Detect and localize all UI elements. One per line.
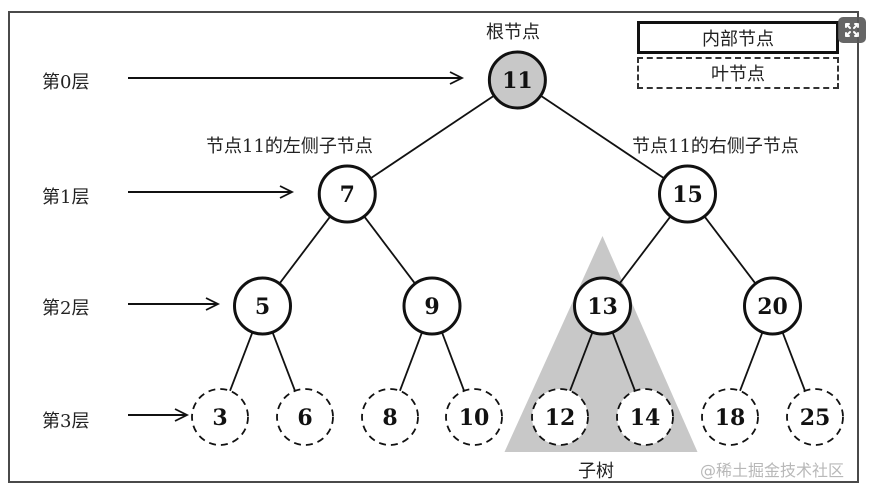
node-circle — [658, 164, 717, 224]
level-0-label: 第0层 — [42, 72, 90, 93]
edge-n13-n12 — [569, 331, 594, 392]
tree-node-10: 10 — [445, 388, 503, 446]
edge-n5-n3 — [229, 331, 254, 392]
node-value: 5 — [255, 294, 270, 320]
tree-node-13: 13 — [573, 276, 632, 336]
legend-internal-node: 内部节点 — [637, 21, 839, 54]
node-value: 3 — [212, 405, 227, 431]
node-circle — [786, 388, 844, 446]
tree-node-11: 11 — [487, 50, 547, 110]
level-3-label: 第3层 — [42, 411, 90, 432]
tree-node-7: 7 — [317, 164, 377, 224]
level-2-label: 第2层 — [42, 298, 90, 319]
node-value: 12 — [545, 405, 576, 431]
node-value: 25 — [800, 405, 831, 431]
node-value: 10 — [459, 405, 490, 431]
edge-n20-n18 — [739, 331, 764, 392]
level-0-arrow — [128, 71, 465, 85]
node-circle — [317, 164, 377, 224]
node-value: 7 — [340, 182, 355, 208]
edge-n11-n15 — [540, 94, 665, 180]
node-value: 11 — [502, 68, 533, 94]
legend-leaf-node-label: 叶节点 — [711, 64, 765, 85]
level-1-label: 第1层 — [42, 187, 90, 208]
node-circle — [445, 388, 503, 446]
edge-n15-n13 — [618, 215, 672, 285]
level-3-arrow — [128, 408, 190, 422]
node-circle — [276, 388, 334, 446]
node-circle — [743, 276, 802, 336]
node-circle — [487, 50, 547, 110]
node-circle — [573, 276, 632, 336]
root-node-label: 根节点 — [486, 22, 540, 43]
node-value: 13 — [587, 294, 618, 320]
node-value: 15 — [672, 182, 703, 208]
tree-node-20: 20 — [743, 276, 802, 336]
tree-node-18: 18 — [701, 388, 759, 446]
tree-node-3: 3 — [191, 388, 249, 446]
watermark: @稀土掘金技术社区 — [700, 461, 845, 480]
subtree-label: 子树 — [578, 461, 614, 482]
right-child-label: 节点11的右侧子节点 — [632, 136, 799, 157]
node-value: 8 — [382, 405, 397, 431]
edge-n13-n14 — [611, 331, 636, 392]
expand-icon — [845, 23, 859, 37]
level-1-arrow — [128, 185, 295, 199]
legend-internal-node-label: 内部节点 — [702, 28, 774, 50]
edge-n9-n8 — [399, 331, 423, 392]
edge-n7-n5 — [278, 215, 332, 285]
node-value: 14 — [630, 405, 661, 431]
tree-node-9: 9 — [402, 276, 462, 336]
node-value: 6 — [297, 405, 312, 431]
node-value: 20 — [757, 294, 788, 320]
node-circle — [531, 388, 589, 446]
level-2-arrow — [128, 297, 221, 311]
tree-node-15: 15 — [658, 164, 717, 224]
tree-node-14: 14 — [616, 388, 674, 446]
edge-n5-n6 — [271, 331, 296, 392]
edge-n20-n25 — [781, 331, 806, 392]
node-value: 18 — [715, 405, 746, 431]
edge-n9-n10 — [441, 331, 465, 392]
legend-leaf-node: 叶节点 — [637, 57, 839, 89]
edge-n15-n20 — [703, 215, 757, 285]
tree-node-5: 5 — [233, 276, 292, 336]
tree-node-25: 25 — [786, 388, 844, 446]
node-circle — [361, 388, 419, 446]
expand-button[interactable] — [838, 17, 866, 43]
edge-n11-n7 — [370, 94, 495, 180]
node-circle — [616, 388, 674, 446]
tree-node-12: 12 — [531, 388, 589, 446]
node-circle — [701, 388, 759, 446]
node-value: 9 — [424, 294, 439, 320]
tree-node-6: 6 — [276, 388, 334, 446]
node-circle — [402, 276, 462, 336]
node-circle — [191, 388, 249, 446]
node-circle — [233, 276, 292, 336]
tree-node-8: 8 — [361, 388, 419, 446]
edge-n7-n9 — [363, 215, 416, 285]
left-child-label: 节点11的左侧子节点 — [206, 136, 373, 157]
